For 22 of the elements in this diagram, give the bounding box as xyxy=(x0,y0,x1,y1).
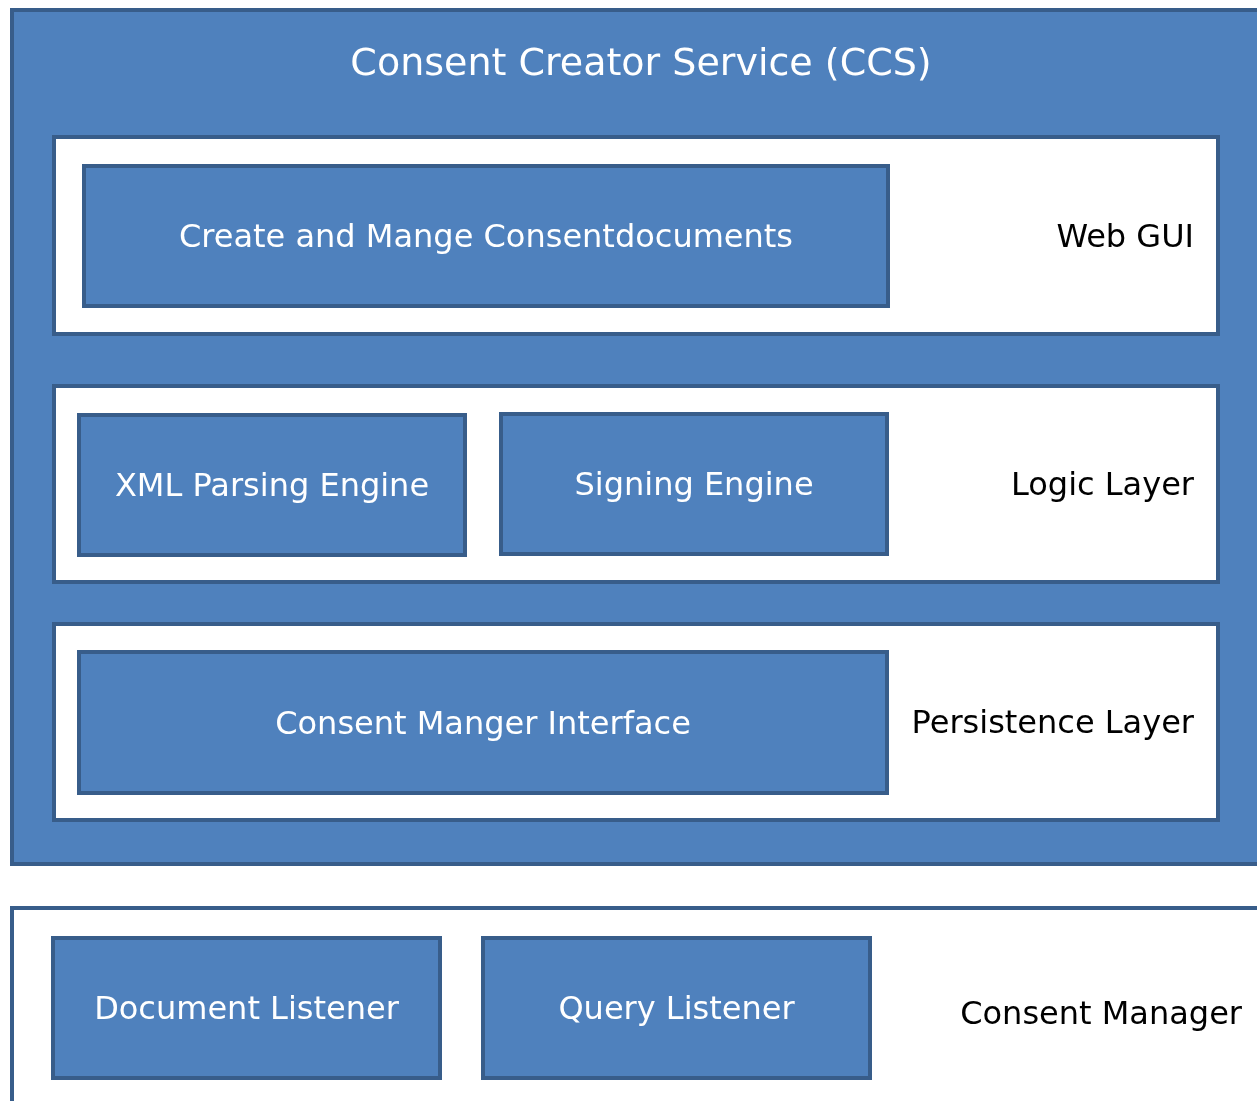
service-container xyxy=(10,8,1257,866)
layer-label: Consent Manager xyxy=(960,994,1242,1032)
service-title: Consent Creator Service (CCS) xyxy=(349,40,933,84)
component-label: XML Parsing Engine xyxy=(114,466,430,504)
component-label: Document Listener xyxy=(94,989,399,1027)
component-label: Query Listener xyxy=(558,989,795,1027)
layer-label: Web GUI xyxy=(1056,216,1194,255)
layer-label: Logic Layer xyxy=(1010,465,1194,503)
layer-band xyxy=(10,906,1257,1101)
component-label: Consent Manger Interface xyxy=(275,703,691,742)
layer-label: Persistence Layer xyxy=(911,703,1194,741)
layer-band xyxy=(52,622,1220,822)
component-label: Signing Engine xyxy=(574,465,814,503)
component-box xyxy=(481,936,872,1080)
component-box xyxy=(82,164,890,308)
component-box xyxy=(51,936,442,1080)
layer-band xyxy=(52,384,1220,584)
layer-band xyxy=(52,135,1220,336)
component-box xyxy=(499,412,889,556)
component-box xyxy=(77,413,467,557)
component-label: Create and Mange Consentdocuments xyxy=(178,217,794,255)
component-box xyxy=(77,650,889,795)
